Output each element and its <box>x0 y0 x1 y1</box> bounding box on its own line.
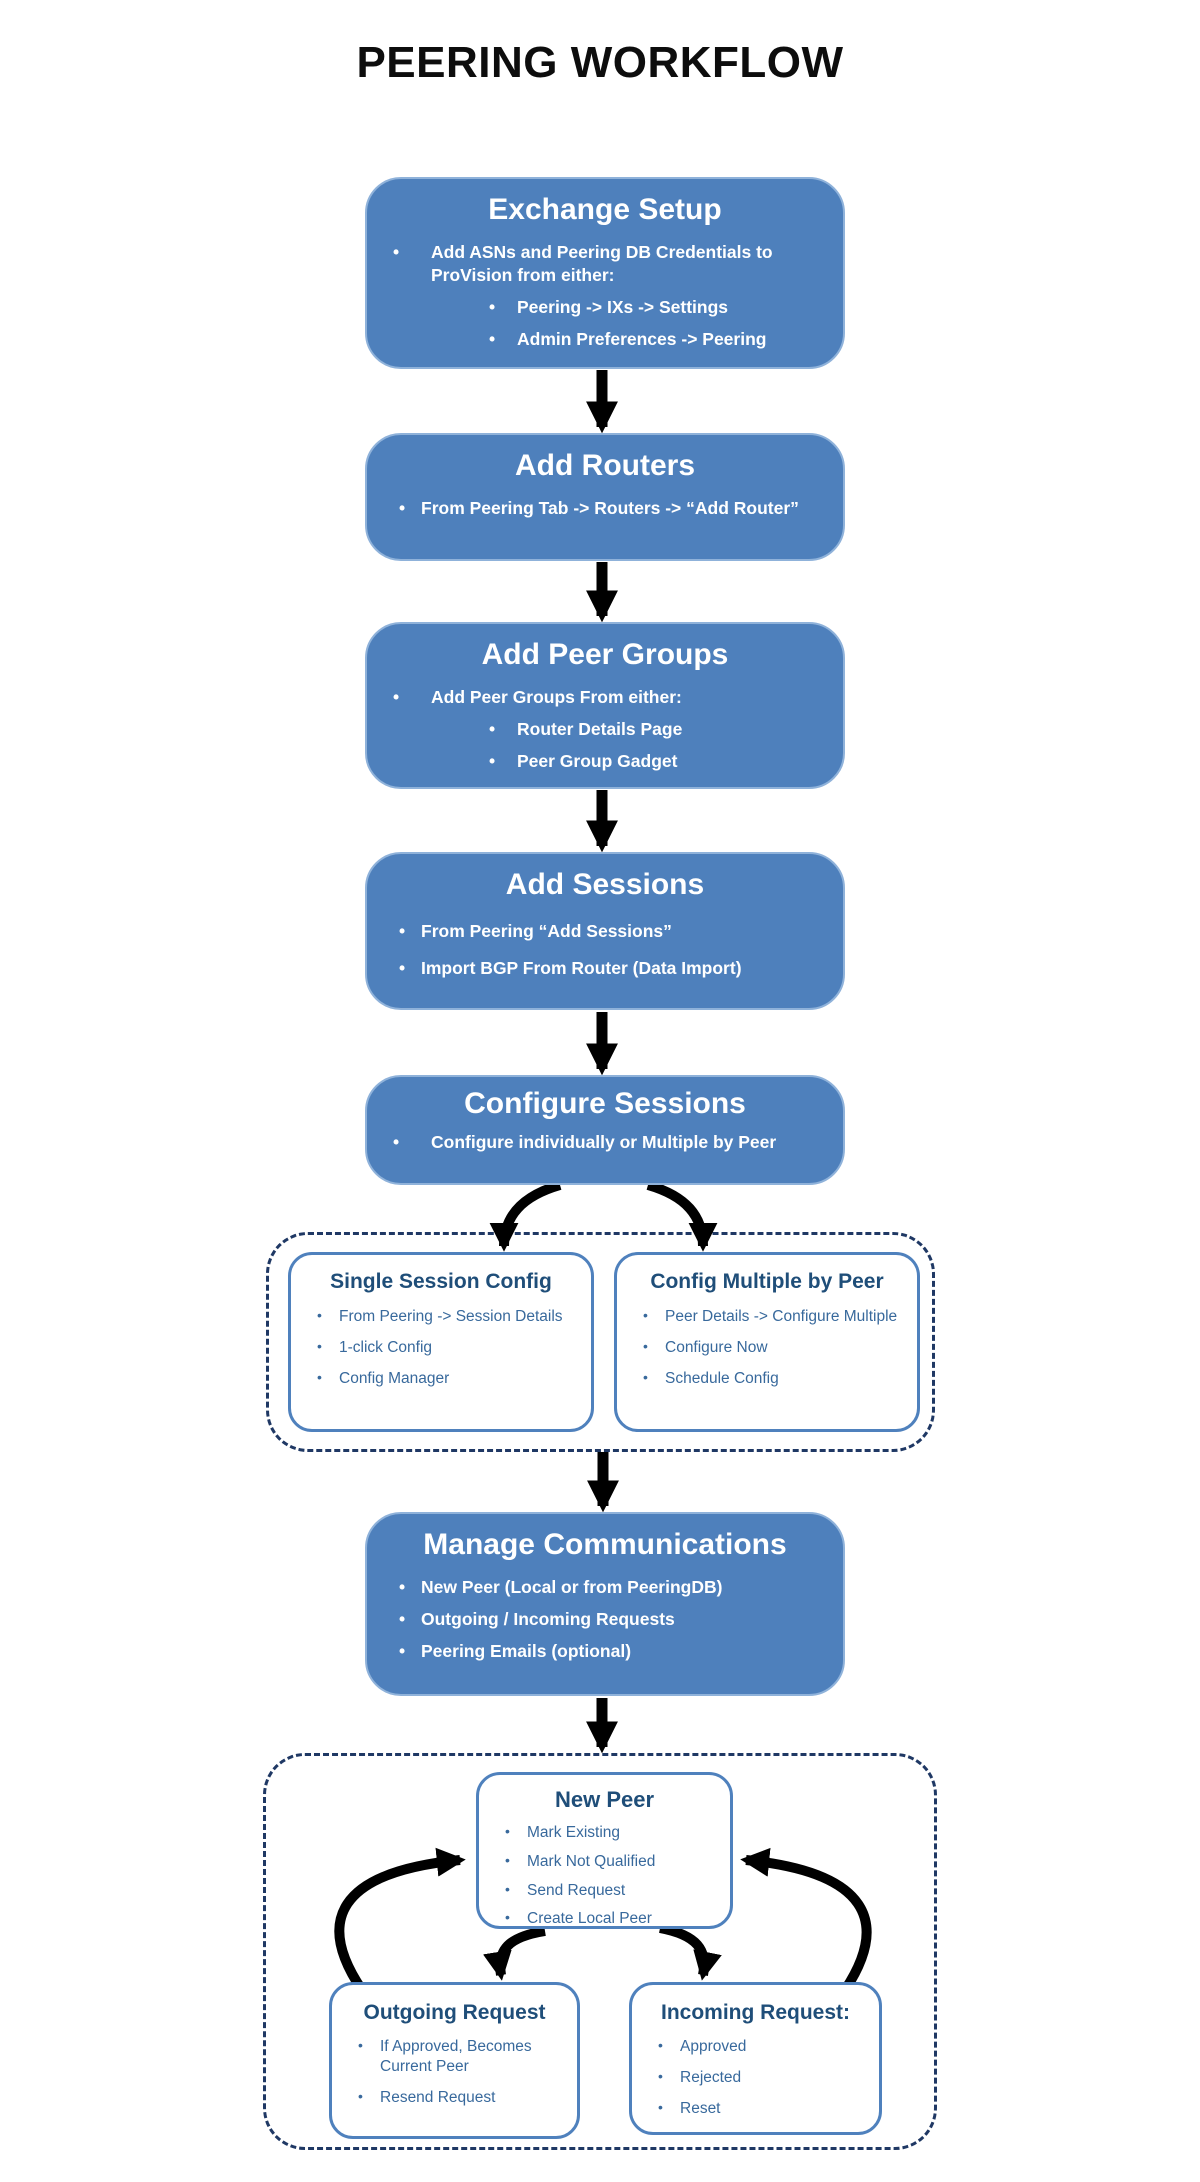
node-exchange-setup-title: Exchange Setup <box>488 193 722 226</box>
bullet-icon: • <box>317 1368 322 1385</box>
bullet-icon: • <box>505 1823 510 1839</box>
node-exchange-setup: Exchange Setup • Add ASNs and Peering DB… <box>365 177 845 369</box>
subbox-bullet: Reset <box>680 2099 721 2117</box>
subbox-bullet: Rejected <box>680 2068 742 2086</box>
bullet-icon: • <box>489 751 496 772</box>
subbox-single-session-config: Single Session Config • From Peering -> … <box>288 1252 594 1432</box>
node-add-sessions: Add Sessions • From Peering “Add Session… <box>365 852 845 1010</box>
node-add-peer-groups-sub-bullet: Router Details Page <box>517 719 683 740</box>
node-exchange-setup-sub-bullet: Peering -> IXs -> Settings <box>517 297 729 318</box>
node-add-routers: Add Routers • From Peering Tab -> Router… <box>365 433 845 561</box>
bullet-icon: • <box>505 1880 510 1897</box>
node-manage-communications-title: Manage Communications <box>423 1528 787 1561</box>
bullet-icon: • <box>399 1577 406 1597</box>
subbox-bullet: Mark Not Qualified <box>527 1852 656 1870</box>
subbox-new-peer: New Peer • Mark Existing • Mark Not Qual… <box>476 1772 733 1929</box>
subbox-bullet: Mark Existing <box>527 1824 621 1841</box>
bullet-icon: • <box>489 719 496 740</box>
bullet-icon: • <box>505 1851 510 1868</box>
bullet-icon: • <box>317 1337 322 1354</box>
subbox-bullet: Configure Now <box>665 1338 768 1356</box>
node-configure-sessions-bullet: Configure individually or Multiple by Pe… <box>431 1132 777 1152</box>
bullet-icon: • <box>658 2037 663 2053</box>
node-add-peer-groups-sub-bullet: Peer Group Gadget <box>517 751 678 772</box>
subbox-bullet: 1-click Config <box>339 1338 433 1356</box>
node-add-sessions-title: Add Sessions <box>505 868 705 901</box>
node-add-routers-title: Add Routers <box>515 449 695 482</box>
node-add-peer-groups-title: Add Peer Groups <box>481 638 729 671</box>
bullet-icon: • <box>393 687 400 707</box>
config-options-group <box>266 1232 935 1452</box>
bullet-icon: • <box>643 1368 648 1385</box>
node-add-sessions-bullet: Import BGP From Router (Data Import) <box>421 958 742 979</box>
bullet-icon: • <box>393 242 400 262</box>
bullet-icon: • <box>399 1609 406 1630</box>
subbox-new-peer-title: New Peer <box>554 1787 655 1812</box>
subbox-config-multiple-by-peer: Config Multiple by Peer • Peer Details -… <box>614 1252 920 1432</box>
node-configure-sessions: Configure Sessions • Configure individua… <box>365 1075 845 1185</box>
subbox-incoming-request-title: Incoming Request: <box>660 2001 850 2024</box>
bullet-icon: • <box>643 1337 648 1354</box>
bullet-icon: • <box>658 2067 663 2084</box>
node-add-peer-groups-bullet: Add Peer Groups From either: <box>431 687 682 707</box>
node-manage-communications-bullet: Outgoing / Incoming Requests <box>421 1609 675 1630</box>
bullet-icon: • <box>358 2037 363 2053</box>
node-add-peer-groups: Add Peer Groups • Add Peer Groups From e… <box>365 622 845 789</box>
subbox-bullet: From Peering -> Session Details <box>339 1308 563 1325</box>
node-manage-communications-bullet: New Peer (Local or from PeeringDB) <box>421 1577 723 1597</box>
subbox-config-multiple-by-peer-title: Config Multiple by Peer <box>650 1270 884 1293</box>
node-manage-communications-bullet: Peering Emails (optional) <box>421 1641 632 1662</box>
subbox-bullet: Approved <box>680 2038 747 2055</box>
subbox-bullet: If Approved, Becomes Current Peer <box>380 2038 532 2075</box>
node-add-routers-bullet: From Peering Tab -> Routers -> “Add Rout… <box>421 498 799 518</box>
bullet-icon: • <box>358 2087 363 2104</box>
subbox-outgoing-request-title: Outgoing Request <box>363 2001 546 2024</box>
node-manage-communications: Manage Communications • New Peer (Local … <box>365 1512 845 1696</box>
bullet-icon: • <box>658 2098 663 2115</box>
bullet-icon: • <box>643 1307 648 1323</box>
subbox-bullet: Schedule Config <box>665 1369 779 1387</box>
subbox-bullet: Send Request <box>527 1881 626 1899</box>
bullet-icon: • <box>317 1307 322 1323</box>
bullet-icon: • <box>399 1641 406 1662</box>
node-exchange-setup-bullet: Add ASNs and Peering DB Credentials to P… <box>431 242 773 286</box>
subbox-bullet: Config Manager <box>339 1369 450 1387</box>
bullet-icon: • <box>505 1909 510 1926</box>
communications-group <box>263 1753 937 2150</box>
page-title: PEERING WORKFLOW <box>356 38 844 87</box>
subbox-outgoing-request: Outgoing Request • If Approved, Becomes … <box>329 1982 580 2139</box>
bullet-icon: • <box>489 297 496 318</box>
bullet-icon: • <box>399 958 406 979</box>
node-add-sessions-bullet: From Peering “Add Sessions” <box>421 921 672 941</box>
node-exchange-setup-sub-bullet: Admin Preferences -> Peering <box>517 329 767 350</box>
subbox-bullet: Resend Request <box>380 2088 496 2106</box>
subbox-bullet: Create Local Peer <box>527 1910 652 1928</box>
bullet-icon: • <box>399 921 406 941</box>
bullet-icon: • <box>393 1132 400 1152</box>
bullet-icon: • <box>399 498 406 518</box>
subbox-bullet: Peer Details -> Configure Multiple <box>665 1308 898 1325</box>
subbox-single-session-config-title: Single Session Config <box>330 1270 552 1293</box>
subbox-incoming-request: Incoming Request: • Approved • Rejected … <box>629 1982 882 2135</box>
bullet-icon: • <box>489 329 496 350</box>
node-configure-sessions-title: Configure Sessions <box>464 1087 746 1120</box>
